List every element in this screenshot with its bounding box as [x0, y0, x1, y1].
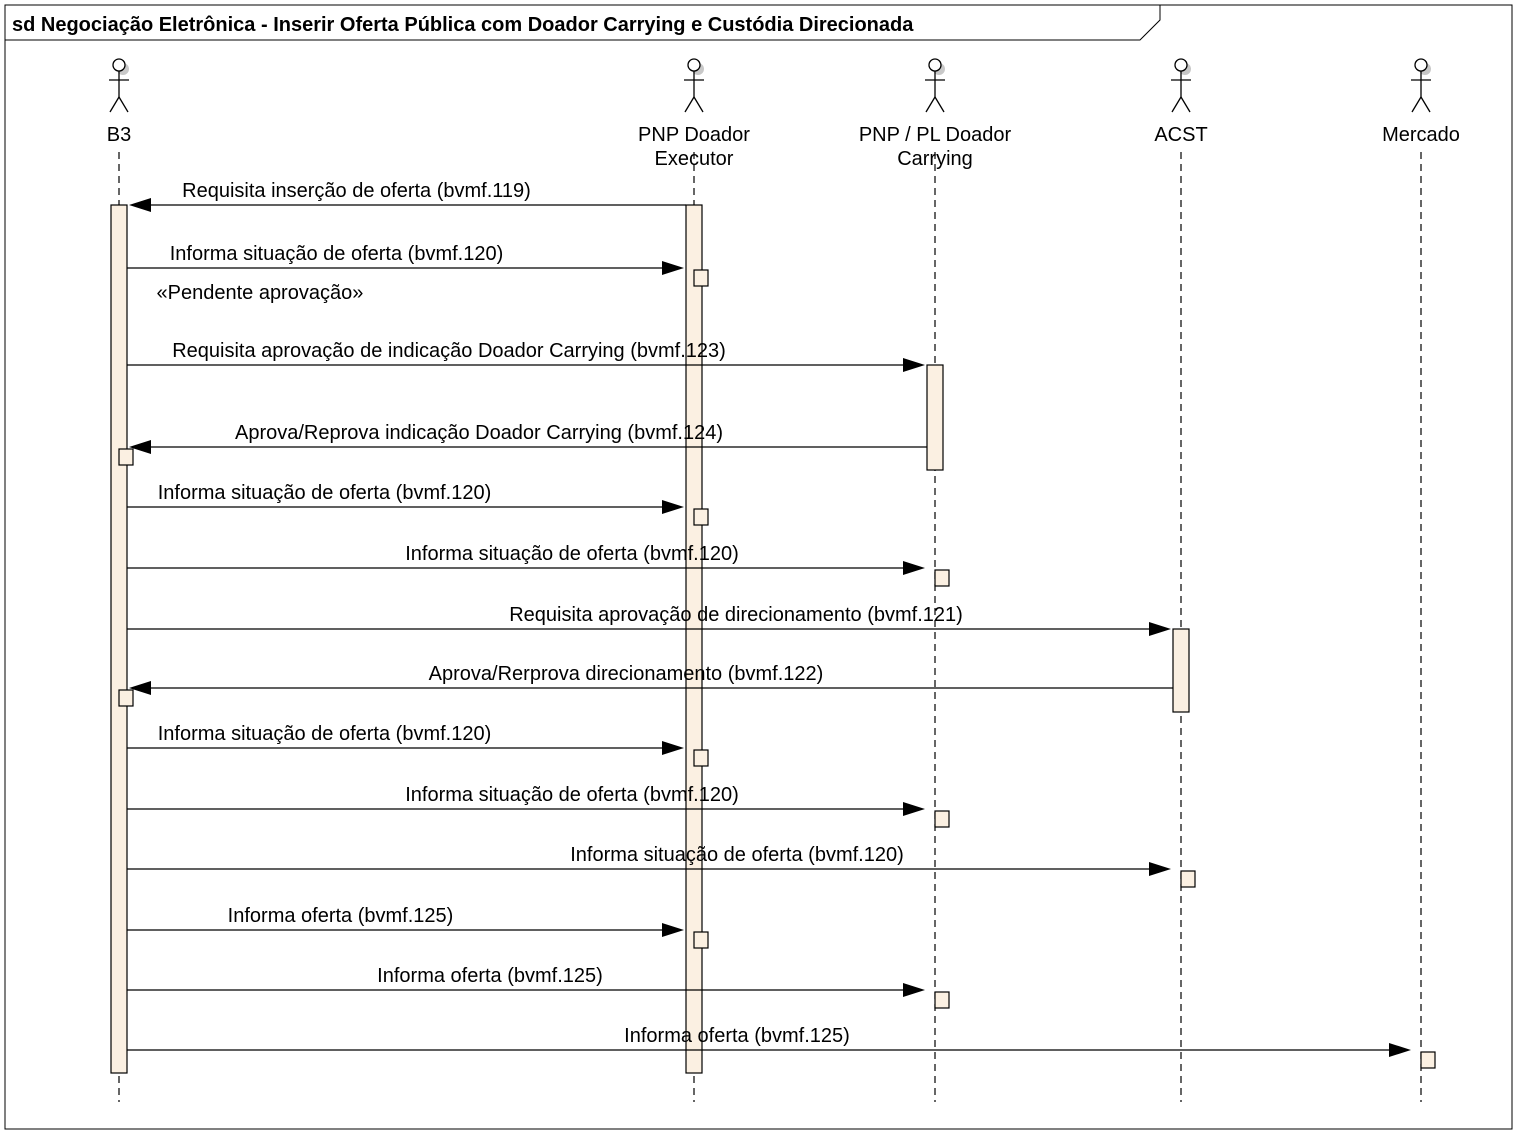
- message-arrowhead: [129, 681, 151, 695]
- message-7: Requisita aprovação de direcionamento (b…: [127, 604, 1171, 636]
- receipt-box-pnp-doador-executor: [693, 508, 709, 526]
- activation-bar-pnp-doador-executor: [685, 204, 703, 1074]
- message-6: Informa situação de oferta (bvmf.120): [127, 543, 925, 575]
- actor-left-leg: [925, 96, 936, 113]
- message-label: Informa situação de oferta (bvmf.120): [158, 482, 492, 504]
- message-label: Requisita aprovação de indicação Doador …: [172, 340, 726, 362]
- message-arrowhead: [129, 198, 151, 212]
- receipt-box-mercado: [1420, 1051, 1436, 1069]
- actor-right-leg: [1420, 96, 1431, 113]
- actor-label-pnp-pl-doador-carrying: Carrying: [897, 148, 973, 170]
- receipt-box-pnp-doador-executor: [693, 749, 709, 767]
- message-label: Requisita inserção de oferta (bvmf.119): [182, 180, 531, 202]
- receipt-box-pnp-doador-executor: [693, 931, 709, 949]
- message-10: Informa situação de oferta (bvmf.120): [127, 784, 925, 816]
- message-label: Informa situação de oferta (bvmf.120): [158, 723, 492, 745]
- message-arrowhead: [903, 983, 925, 997]
- message-arrowhead: [662, 741, 684, 755]
- actor-label-acst: ACST: [1154, 124, 1207, 146]
- message-arrowhead: [662, 261, 684, 275]
- actor-head: [1174, 58, 1188, 72]
- message-arrowhead: [903, 802, 925, 816]
- message-8: Aprova/Rerprova direcionamento (bvmf.122…: [129, 663, 1173, 695]
- actor-acst: ACST: [1154, 58, 1208, 146]
- message-5: Informa situação de oferta (bvmf.120): [127, 482, 684, 514]
- message-label: Aprova/Rerprova direcionamento (bvmf.122…: [429, 663, 824, 685]
- actor-head: [1414, 58, 1428, 72]
- message-2: Informa situação de oferta (bvmf.120) «Pe…: [127, 243, 684, 304]
- actor-mercado: Mercado: [1382, 58, 1460, 146]
- message-label: Informa oferta (bvmf.125): [624, 1025, 850, 1047]
- message-label: Aprova/Reprova indicação Doador Carrying…: [235, 422, 723, 444]
- actor-label-pnp-doador-executor: Executor: [655, 148, 734, 170]
- diagram-title-tab: [5, 5, 1161, 41]
- receipt-box-pnp-pl-doador-carrying: [934, 991, 950, 1009]
- actor-head: [928, 58, 942, 72]
- activation-bar-b3: [110, 204, 128, 1074]
- message-arrowhead: [662, 923, 684, 937]
- message-arrowhead: [903, 561, 925, 575]
- message-arrowhead: [1149, 622, 1171, 636]
- message-14: Informa oferta (bvmf.125): [127, 1025, 1411, 1057]
- activation-bar-pnp-pl-doador-carrying: [926, 364, 944, 471]
- actor-right-leg: [1180, 96, 1191, 113]
- message-label: Informa situação de oferta (bvmf.120): [405, 784, 739, 806]
- message-arrowhead: [1389, 1043, 1411, 1057]
- message-label: Informa situação de oferta (bvmf.120): [570, 844, 904, 866]
- actor-left-leg: [684, 96, 695, 113]
- message-label: Informa oferta (bvmf.125): [228, 905, 454, 927]
- message-arrowhead: [662, 500, 684, 514]
- activation-bar-acst: [1172, 628, 1190, 713]
- message-arrowhead: [903, 358, 925, 372]
- message-label: Informa oferta (bvmf.125): [377, 965, 603, 987]
- actor-left-leg: [1411, 96, 1422, 113]
- actor-label-b3: B3: [107, 124, 131, 146]
- message-label: Informa situação de oferta (bvmf.120): [405, 543, 739, 565]
- actor-head: [112, 58, 126, 72]
- actor-right-leg: [693, 96, 704, 113]
- actor-left-leg: [109, 96, 120, 113]
- message-arrowhead: [1149, 862, 1171, 876]
- actor-right-leg: [934, 96, 945, 113]
- message-stereotype: «Pendente aprovação»: [157, 282, 364, 304]
- message-1: Requisita inserção de oferta (bvmf.119): [129, 180, 686, 212]
- message-11: Informa situação de oferta (bvmf.120): [127, 844, 1171, 876]
- receipt-box-pnp-pl-doador-carrying: [934, 569, 950, 587]
- actor-left-leg: [1171, 96, 1182, 113]
- diagram-title: sd Negociação Eletrônica - Inserir Ofert…: [12, 14, 914, 36]
- receipt-box-acst: [1180, 870, 1196, 888]
- actor-b3: B3: [107, 58, 131, 146]
- actor-head: [687, 58, 701, 72]
- message-4: Aprova/Reprova indicação Doador Carrying…: [129, 422, 927, 454]
- actor-label-pnp-doador-executor: PNP Doador: [638, 124, 750, 146]
- receipt-box-pnp-doador-executor: [693, 269, 709, 287]
- receipt-box-b3: [118, 689, 134, 707]
- message-13: Informa oferta (bvmf.125): [127, 965, 925, 997]
- message-label: Requisita aprovação de direcionamento (b…: [509, 604, 963, 626]
- actor-label-pnp-pl-doador-carrying: PNP / PL Doador: [859, 124, 1012, 146]
- actor-right-leg: [118, 96, 129, 113]
- receipt-box-b3: [118, 448, 134, 466]
- diagram-frame: [4, 4, 1513, 1130]
- message-arrowhead: [129, 440, 151, 454]
- actor-label-mercado: Mercado: [1382, 124, 1460, 146]
- receipt-box-pnp-pl-doador-carrying: [934, 810, 950, 828]
- message-9: Informa situação de oferta (bvmf.120): [127, 723, 684, 755]
- message-3: Requisita aprovação de indicação Doador …: [127, 340, 925, 372]
- message-12: Informa oferta (bvmf.125): [127, 905, 684, 937]
- message-label: Informa situação de oferta (bvmf.120): [170, 243, 504, 265]
